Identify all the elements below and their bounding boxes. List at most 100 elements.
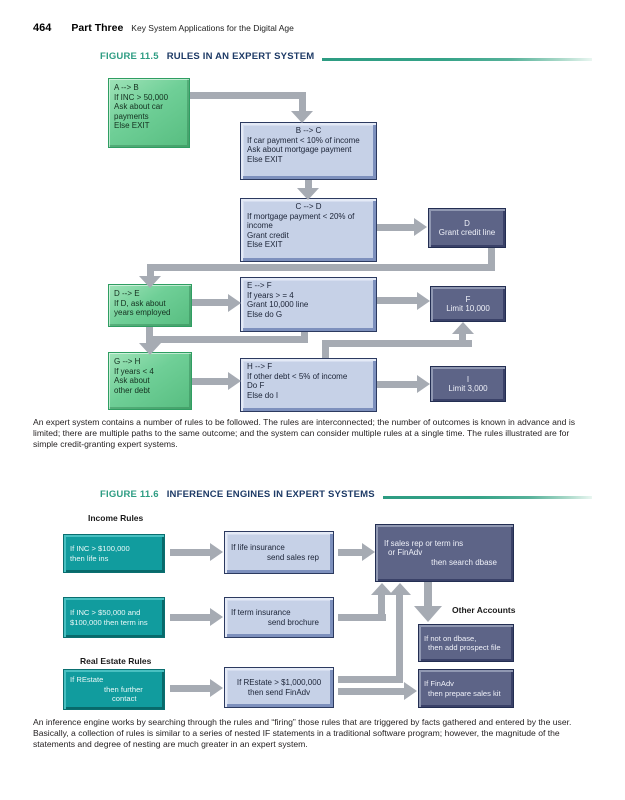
figure-11-6-title-row: FIGURE 11.6 INFERENCE ENGINES IN EXPERT …: [100, 489, 592, 500]
rule-box-lifeins-line: If life insurance: [231, 543, 285, 552]
rule-box-de-line: If D, ask about: [114, 298, 166, 308]
figure-11-5-name: RULES IN AN EXPERT SYSTEM: [166, 51, 315, 62]
rule-box-c-line: If mortgage payment < 20% of: [247, 211, 355, 221]
rule-box-restate-line: contact: [112, 694, 137, 704]
rule-box-search-dbase-line: then search dbase: [431, 557, 497, 567]
arrowhead-up-icon: [452, 322, 474, 334]
connector-c-d: [377, 224, 414, 231]
connector-lifeins-search: [338, 549, 363, 556]
rule-box-finadv: If FinAdv then prepare sales kit: [418, 669, 514, 708]
rule-box-restate-line: If REstate: [70, 675, 104, 685]
connector-hf-f: [322, 344, 329, 358]
figure-11-5-title-row: FIGURE 11.5 RULES IN AN EXPERT SYSTEM: [100, 51, 592, 62]
rule-box-c-line: Grant credit: [247, 230, 289, 240]
arrowhead-down-icon: [291, 111, 313, 123]
outcome-box-i: I Limit 3,000: [430, 366, 506, 402]
arrowhead-down-icon: [139, 343, 161, 355]
arrowhead-down-icon: [139, 276, 161, 288]
rule-box-hf-line: If other debt < 5% of income: [247, 371, 348, 381]
rule-box-finadv-line: If FinAdv: [424, 679, 454, 688]
rule-box-hf-line: Do F: [247, 381, 265, 390]
group-label-other-accounts: Other Accounts: [452, 605, 516, 615]
rule-box-lifeins-line: send sales rep: [266, 552, 319, 562]
arrowhead-right-icon: [417, 292, 430, 310]
rule-box-b-line: B --> C: [295, 126, 322, 135]
outcome-box-i-line: I: [466, 374, 470, 384]
rule-box-notdbase-line: then add prospect file: [428, 643, 501, 652]
connector-hf-f: [459, 332, 466, 342]
arrowhead-right-icon: [228, 372, 241, 390]
rule-box-search-dbase: If sales rep or term ins or FinAdv then …: [375, 524, 514, 582]
figure-11-5-caption: An expert system contains a number of ru…: [33, 417, 576, 449]
arrowhead-down-icon: [297, 188, 319, 200]
arrowhead-up-icon: [371, 583, 393, 595]
group-label-income-rules: Income Rules: [88, 513, 144, 523]
rule-box-de: D --> E If D, ask about years employed: [108, 284, 192, 327]
rule-box-restate: If REstate then further contact: [63, 669, 165, 710]
rule-box-inc50-line: $100,000 then term ins: [70, 617, 148, 627]
rule-box-a-line: If INC > 50,000: [114, 92, 169, 102]
arrowhead-right-icon: [228, 294, 241, 312]
arrowhead-right-icon: [210, 543, 223, 561]
rule-box-b-line: If car payment < 10% of income: [247, 135, 360, 145]
part-title: Part Three: [71, 22, 124, 34]
rule-box-gh-line: other debt: [114, 385, 151, 395]
figure-11-6-label: FIGURE 11.6: [100, 489, 159, 500]
rule-box-hf-line: Else do I: [247, 390, 279, 400]
rule-box-a-line: payments: [114, 111, 149, 121]
rule-box-b-line: Else EXIT: [247, 154, 283, 164]
connector-b-c: [305, 180, 312, 189]
outcome-box-f-line: F: [465, 294, 471, 304]
rule-box-ef-line: If years > = 4: [247, 290, 294, 300]
rule-box-gh: G --> H If years < 4 Ask about other deb…: [108, 352, 192, 410]
connector-ef-f: [377, 297, 417, 304]
rule-box-c-line: Else EXIT: [247, 240, 283, 249]
arrowhead-right-icon: [210, 679, 223, 697]
rule-box-ef-line: E --> F: [247, 281, 272, 290]
rule-box-gh-line: G --> H: [114, 357, 141, 366]
rule-box-ef: E --> F If years > = 4 Grant 10,000 line…: [240, 277, 377, 332]
rule-box-termins-line: If term insurance: [231, 608, 291, 617]
connector-restate-restate1m: [170, 685, 210, 692]
rule-box-restate1m: If REstate > $1,000,000 then send FinAdv: [224, 667, 334, 708]
rule-box-restate1m-line: then send FinAdv: [247, 687, 311, 697]
rule-box-gh-line: If years < 4: [114, 366, 154, 376]
figure-11-6-name: INFERENCE ENGINES IN EXPERT SYSTEMS: [166, 489, 375, 500]
connector-inc50-termins: [170, 614, 210, 621]
rule-box-a-line: Ask about car: [114, 102, 163, 111]
part-subtitle: Key System Applications for the Digital …: [131, 23, 294, 33]
figure-11-5-label: FIGURE 11.5: [100, 51, 159, 62]
rule-box-de-line: years employed: [114, 308, 171, 317]
rule-box-c: C --> D If mortgage payment < 20% of inc…: [240, 198, 377, 262]
outcome-box-i-line: Limit 3,000: [448, 384, 488, 393]
arrowhead-right-icon: [210, 608, 223, 626]
connector-d-de: [147, 264, 495, 271]
rule-box-notdbase: If not on dbase, then add prospect file: [418, 624, 514, 662]
connector-d-de: [147, 271, 154, 277]
connector-hf-f: [322, 340, 472, 347]
connector-restate1m-search: [396, 594, 403, 683]
rule-box-termins: If term insurance send brochure: [224, 597, 334, 638]
rule-box-ef-line: Else do G: [247, 309, 283, 319]
outcome-box-d: D Grant credit line: [428, 208, 506, 248]
figure-11-6-caption: An inference engine works by searching t…: [33, 717, 572, 749]
outcome-box-d-line: Grant credit line: [438, 228, 496, 237]
connector-search-notdbase: [424, 582, 432, 607]
title-rule-line: [382, 496, 592, 499]
arrowhead-right-icon: [362, 543, 375, 561]
rule-box-inc100: If INC > $100,000 then life ins: [63, 534, 165, 573]
rule-box-restate-line: then further: [104, 684, 143, 694]
connector-a-b: [190, 92, 306, 99]
outcome-box-d-line: D: [464, 218, 470, 228]
arrowhead-down-icon: [414, 606, 442, 622]
rule-box-termins-line: send brochure: [267, 617, 319, 627]
rule-box-lifeins: If life insurance send sales rep: [224, 531, 334, 574]
rule-box-inc100-line: then life ins: [70, 553, 109, 563]
connector-de-gh: [146, 327, 153, 340]
connector-gh-hf: [192, 378, 228, 385]
rule-box-a-line: A --> B: [114, 83, 139, 92]
connector-de-ef: [192, 299, 228, 306]
connector-d-de: [488, 248, 495, 265]
rule-box-hf: H --> F If other debt < 5% of income Do …: [240, 358, 377, 412]
